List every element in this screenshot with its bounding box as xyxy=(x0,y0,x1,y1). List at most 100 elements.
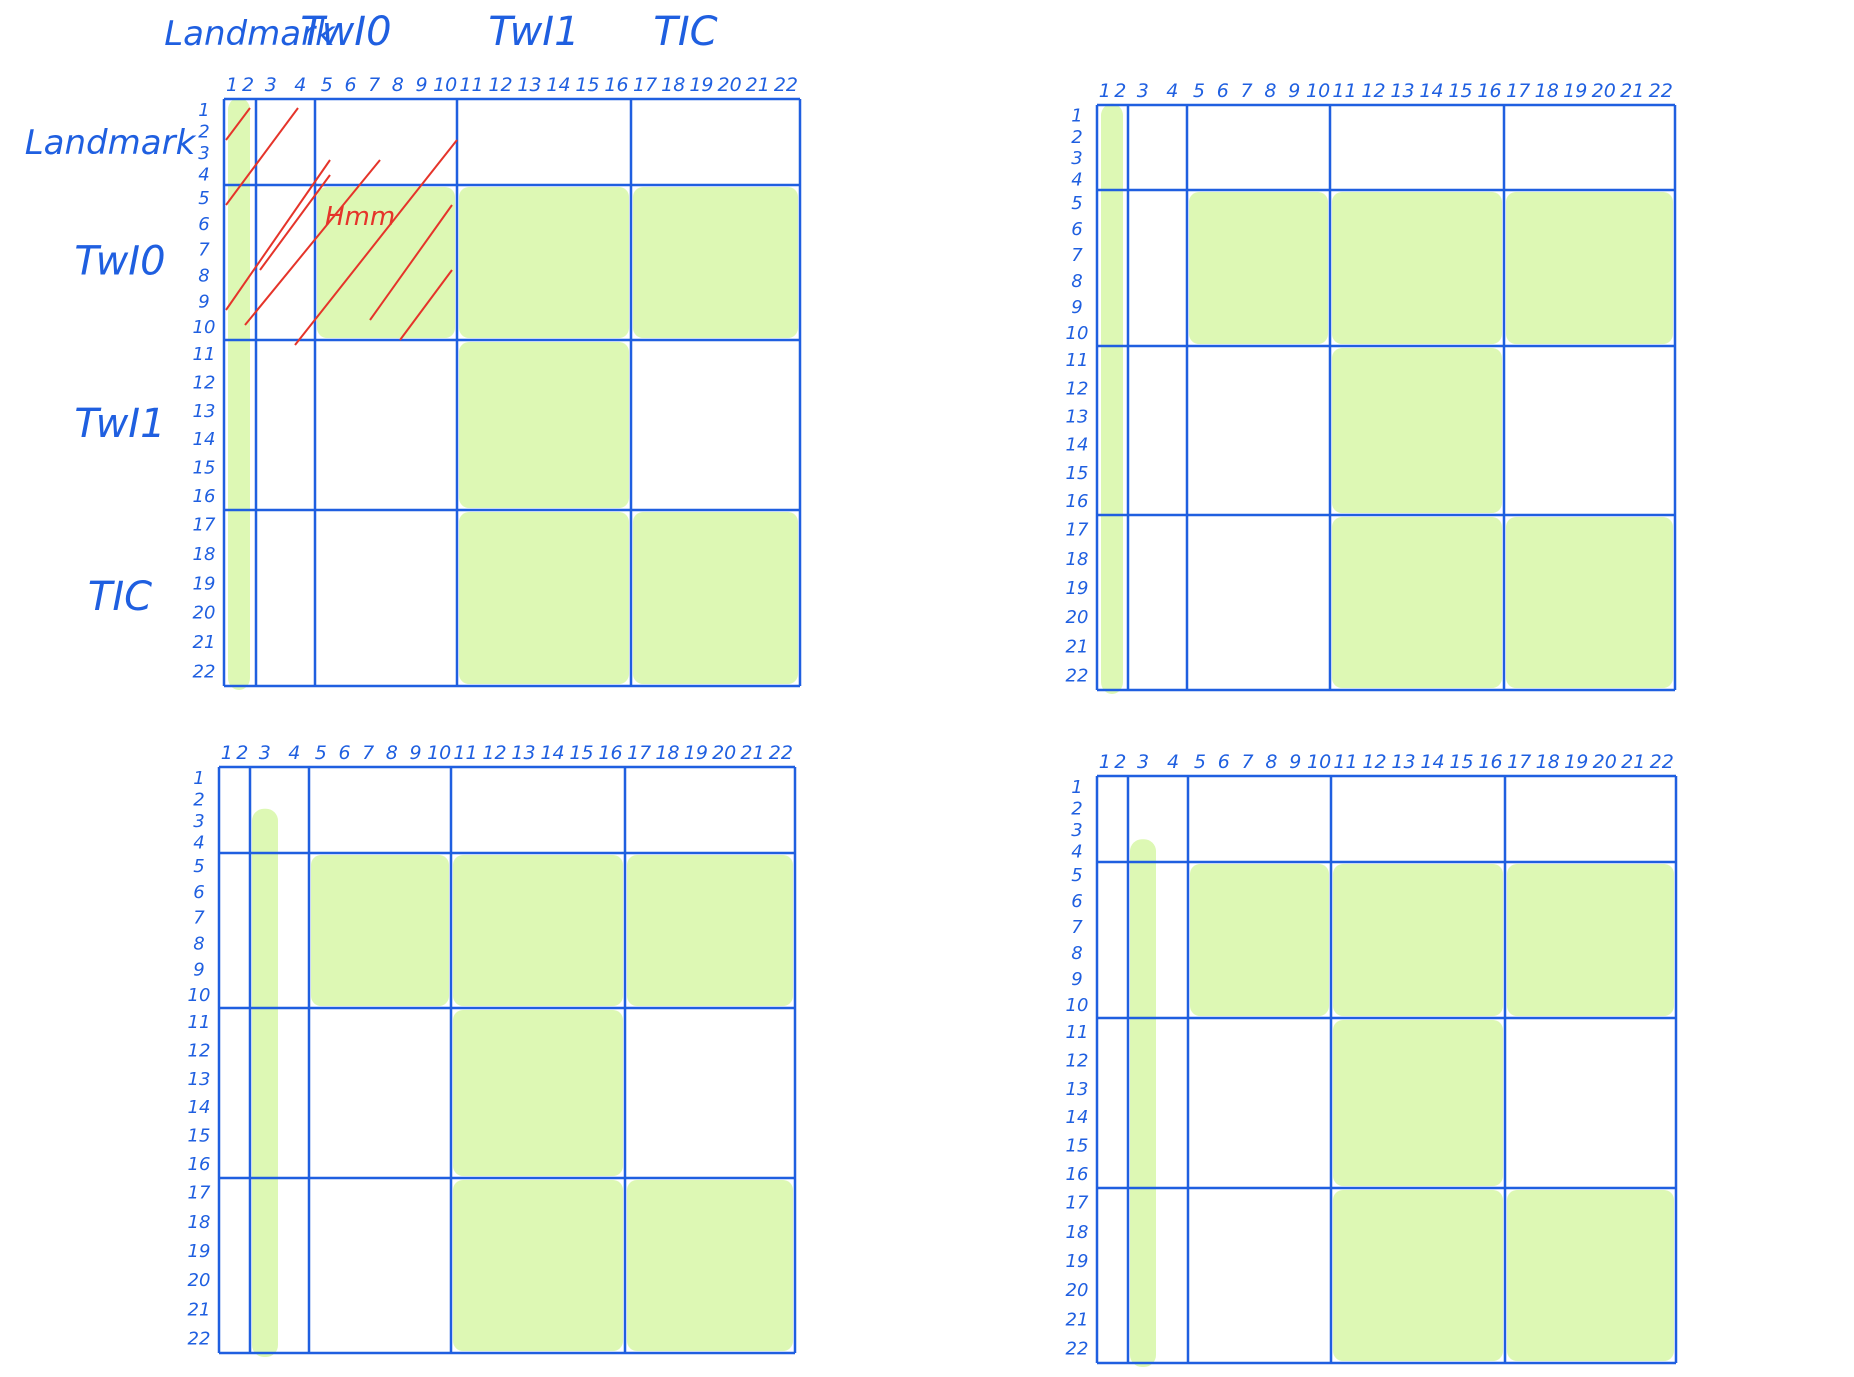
row-number-label: 12 xyxy=(1066,1051,1089,1072)
col-number-label: 9 xyxy=(1288,80,1300,102)
row-number-label: 3 xyxy=(1071,148,1082,169)
column-header: TwI1 xyxy=(488,9,579,55)
col-number-label: 4 xyxy=(1167,751,1179,773)
row-number-label: 14 xyxy=(193,429,216,450)
row-number-label: 12 xyxy=(1066,378,1089,399)
row-number-label: 11 xyxy=(1066,1022,1089,1043)
row-number-label: 18 xyxy=(1066,1222,1089,1243)
row-number-label: 18 xyxy=(193,544,216,565)
shaded-block xyxy=(627,1180,793,1351)
row-number-label: 2 xyxy=(1071,127,1082,148)
row-number-label: 15 xyxy=(1066,1136,1089,1157)
col-number-label: 22 xyxy=(1650,751,1674,773)
col-number-label: 1 xyxy=(221,742,233,764)
col-number-label: 16 xyxy=(1478,751,1502,773)
row-number-label: 4 xyxy=(198,164,209,185)
row-number-label: 2 xyxy=(1071,798,1082,819)
row-number-label: 4 xyxy=(1071,169,1082,190)
row-number-label: 16 xyxy=(188,1154,211,1175)
col-number-label: 10 xyxy=(1306,80,1330,102)
col-number-label: 17 xyxy=(627,742,651,764)
col-number-label: 18 xyxy=(661,74,685,96)
row-number-label: 21 xyxy=(188,1299,211,1320)
col-number-label: 6 xyxy=(344,74,356,96)
row-number-label: 1 xyxy=(1071,106,1082,127)
col-number-label: 11 xyxy=(1333,751,1357,773)
col-number-label: 15 xyxy=(1449,751,1473,773)
col-number-label: 13 xyxy=(511,742,535,764)
row-number-label: 14 xyxy=(1066,435,1089,456)
row-number-label: 16 xyxy=(1066,1164,1089,1185)
row-number-label: 3 xyxy=(1071,820,1082,841)
col-number-label: 7 xyxy=(1242,751,1254,773)
col-number-label: 5 xyxy=(315,742,327,764)
row-number-label: 18 xyxy=(1066,549,1089,570)
col-number-label: 2 xyxy=(1114,80,1126,102)
shaded-block xyxy=(633,187,798,338)
row-number-label: 19 xyxy=(193,573,216,594)
col-number-label: 11 xyxy=(453,742,477,764)
row-number-label: 7 xyxy=(198,240,210,261)
col-number-label: 16 xyxy=(604,74,628,96)
row-number-label: 1 xyxy=(198,100,209,121)
row-number-label: 1 xyxy=(193,768,204,789)
row-number-label: 9 xyxy=(193,959,204,980)
col-number-label: 18 xyxy=(655,742,679,764)
col-number-label: 1 xyxy=(1099,80,1111,102)
row-number-label: 6 xyxy=(193,882,204,903)
col-number-label: 12 xyxy=(482,742,506,764)
col-number-label: 1 xyxy=(1099,751,1111,773)
hatch-stroke xyxy=(244,159,381,326)
row-number-label: 22 xyxy=(193,661,216,682)
row-number-label: 16 xyxy=(193,486,216,507)
row-header: Landmark xyxy=(25,123,197,163)
col-number-label: 20 xyxy=(717,74,741,96)
row-number-label: 3 xyxy=(198,143,209,164)
col-number-label: 3 xyxy=(259,742,271,764)
col-number-label: 2 xyxy=(1114,751,1126,773)
col-number-label: 12 xyxy=(1361,80,1385,102)
row-number-label: 8 xyxy=(1071,271,1082,292)
col-number-label: 14 xyxy=(546,74,570,96)
col-number-label: 2 xyxy=(242,74,254,96)
col-number-label: 19 xyxy=(689,74,713,96)
row-number-label: 16 xyxy=(1066,491,1089,512)
col-number-label: 4 xyxy=(1166,80,1178,102)
row-number-label: 19 xyxy=(1066,1251,1089,1272)
highlight-stripe xyxy=(1130,839,1156,1367)
shaded-block xyxy=(627,855,793,1006)
row-number-label: 17 xyxy=(193,515,216,536)
col-number-label: 21 xyxy=(1620,80,1644,102)
row-number-label: 18 xyxy=(188,1212,211,1233)
col-number-label: 5 xyxy=(321,74,333,96)
row-number-label: 14 xyxy=(188,1097,211,1118)
row-number-label: 21 xyxy=(193,632,216,653)
row-number-label: 22 xyxy=(188,1328,211,1349)
row-number-label: 13 xyxy=(1066,406,1089,427)
shaded-block xyxy=(1333,1020,1503,1186)
row-number-label: 8 xyxy=(198,265,209,286)
row-number-label: 11 xyxy=(1066,350,1089,371)
row-number-label: 8 xyxy=(1071,943,1082,964)
col-number-label: 15 xyxy=(1448,80,1472,102)
hatch-stroke xyxy=(369,204,453,321)
col-number-label: 12 xyxy=(1362,751,1386,773)
shaded-block xyxy=(1506,192,1673,344)
row-number-label: 5 xyxy=(198,188,209,209)
row-number-label: 9 xyxy=(1071,297,1082,318)
row-number-label: 12 xyxy=(193,373,216,394)
row-number-label: 14 xyxy=(1066,1107,1089,1128)
row-number-label: 12 xyxy=(188,1041,211,1062)
row-number-label: 10 xyxy=(193,317,216,338)
col-number-label: 9 xyxy=(409,742,421,764)
column-header: Landmark xyxy=(164,14,336,54)
row-number-label: 11 xyxy=(193,344,216,365)
row-number-label: 13 xyxy=(193,401,216,422)
col-number-label: 22 xyxy=(774,74,798,96)
row-number-label: 15 xyxy=(1066,463,1089,484)
row-header: TwI0 xyxy=(74,239,165,285)
col-number-label: 9 xyxy=(1289,751,1301,773)
col-number-label: 16 xyxy=(1477,80,1501,102)
shaded-block xyxy=(1506,517,1673,688)
